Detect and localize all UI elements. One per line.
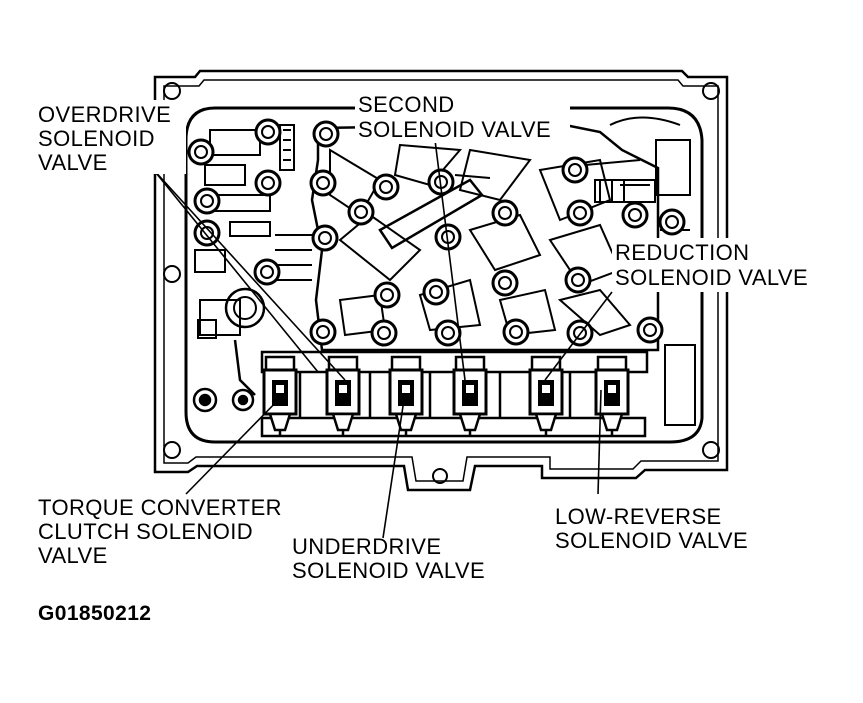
bolt-head [254, 118, 282, 146]
callout-low-reverse: LOW-REVERSE SOLENOID VALVE [555, 504, 748, 553]
leader-low-reverse [597, 389, 602, 495]
bolt-head [491, 199, 519, 227]
label-torque-converter-line-2: CLUTCH SOLENOID [38, 519, 253, 544]
label-overdrive-line-1: OVERDRIVE [38, 102, 171, 127]
leader-underdrive [382, 392, 406, 539]
bolt-head [621, 201, 649, 229]
label-reduction-line-1: REDUCTION [615, 240, 749, 265]
bolt-head [309, 318, 337, 346]
solenoid-valve [325, 355, 361, 436]
bolt-head [491, 269, 519, 297]
bolt-head [309, 169, 337, 197]
label-second-line-2: SOLENOID VALVE [358, 117, 551, 142]
solenoid-valve [594, 355, 630, 436]
bolt-head [193, 187, 221, 215]
bolt-head [564, 266, 592, 294]
callout-reduction: REDUCTION SOLENOID VALVE [612, 238, 830, 292]
bolt-head [561, 156, 589, 184]
callout-torque-converter: TORQUE CONVERTER CLUTCH SOLENOID VALVE [38, 495, 282, 568]
solenoid-valve [452, 355, 488, 436]
label-underdrive-line-1: UNDERDRIVE [292, 534, 441, 559]
bolt-head [434, 319, 462, 347]
solenoid-valve [388, 355, 424, 436]
bolt-head [311, 224, 339, 252]
bolt-head [187, 138, 215, 166]
label-low-reverse-line-1: LOW-REVERSE [555, 504, 722, 529]
label-reduction-line-2: SOLENOID VALVE [615, 265, 808, 290]
bolt-head [373, 281, 401, 309]
pan-inner-wall [184, 106, 704, 444]
bolt-heads [187, 118, 686, 347]
right-side-components [594, 116, 696, 426]
solenoid-valve [528, 355, 564, 436]
bolt-head [566, 199, 594, 227]
bolt-head [372, 173, 400, 201]
bolt-head [347, 198, 375, 226]
bolt-head [422, 278, 450, 306]
label-overdrive-line-2: SOLENOID [38, 126, 155, 151]
leader-overdrive-2 [151, 167, 346, 381]
bolt-head [254, 169, 282, 197]
bolt-head [370, 319, 398, 347]
bolt-head [502, 318, 530, 346]
case-flange [153, 69, 729, 492]
solenoid-valve [262, 355, 298, 436]
label-low-reverse-line-2: SOLENOID VALVE [555, 528, 748, 553]
valve-plate [310, 122, 660, 352]
left-side-components [194, 124, 312, 396]
valve-body-illustration [153, 69, 729, 492]
leader-overdrive [151, 167, 319, 373]
bolt-head [253, 258, 281, 286]
label-second-line-1: SECOND [358, 92, 455, 117]
callout-underdrive: UNDERDRIVE SOLENOID VALVE [292, 534, 485, 583]
leader-torque-converter [185, 391, 287, 495]
bolt-head [636, 316, 664, 344]
callout-second: SECOND SOLENOID VALVE [355, 91, 570, 143]
solenoid-row [262, 355, 630, 436]
callout-overdrive: OVERDRIVE SOLENOID VALVE [36, 100, 186, 175]
leader-reduction [544, 291, 613, 381]
bolt-head [658, 208, 686, 236]
label-torque-converter-line-3: VALVE [38, 543, 108, 568]
label-underdrive-line-2: SOLENOID VALVE [292, 558, 485, 583]
label-torque-converter-line-1: TORQUE CONVERTER [38, 495, 282, 520]
oil-passage-web [329, 143, 650, 337]
leader-second [434, 139, 466, 381]
leader-lines [151, 139, 613, 539]
figure-id: G01850212 [38, 602, 151, 625]
bolt-head [312, 120, 340, 148]
label-overdrive-line-3: VALVE [38, 150, 108, 175]
bottom-left-bolts [192, 387, 255, 413]
